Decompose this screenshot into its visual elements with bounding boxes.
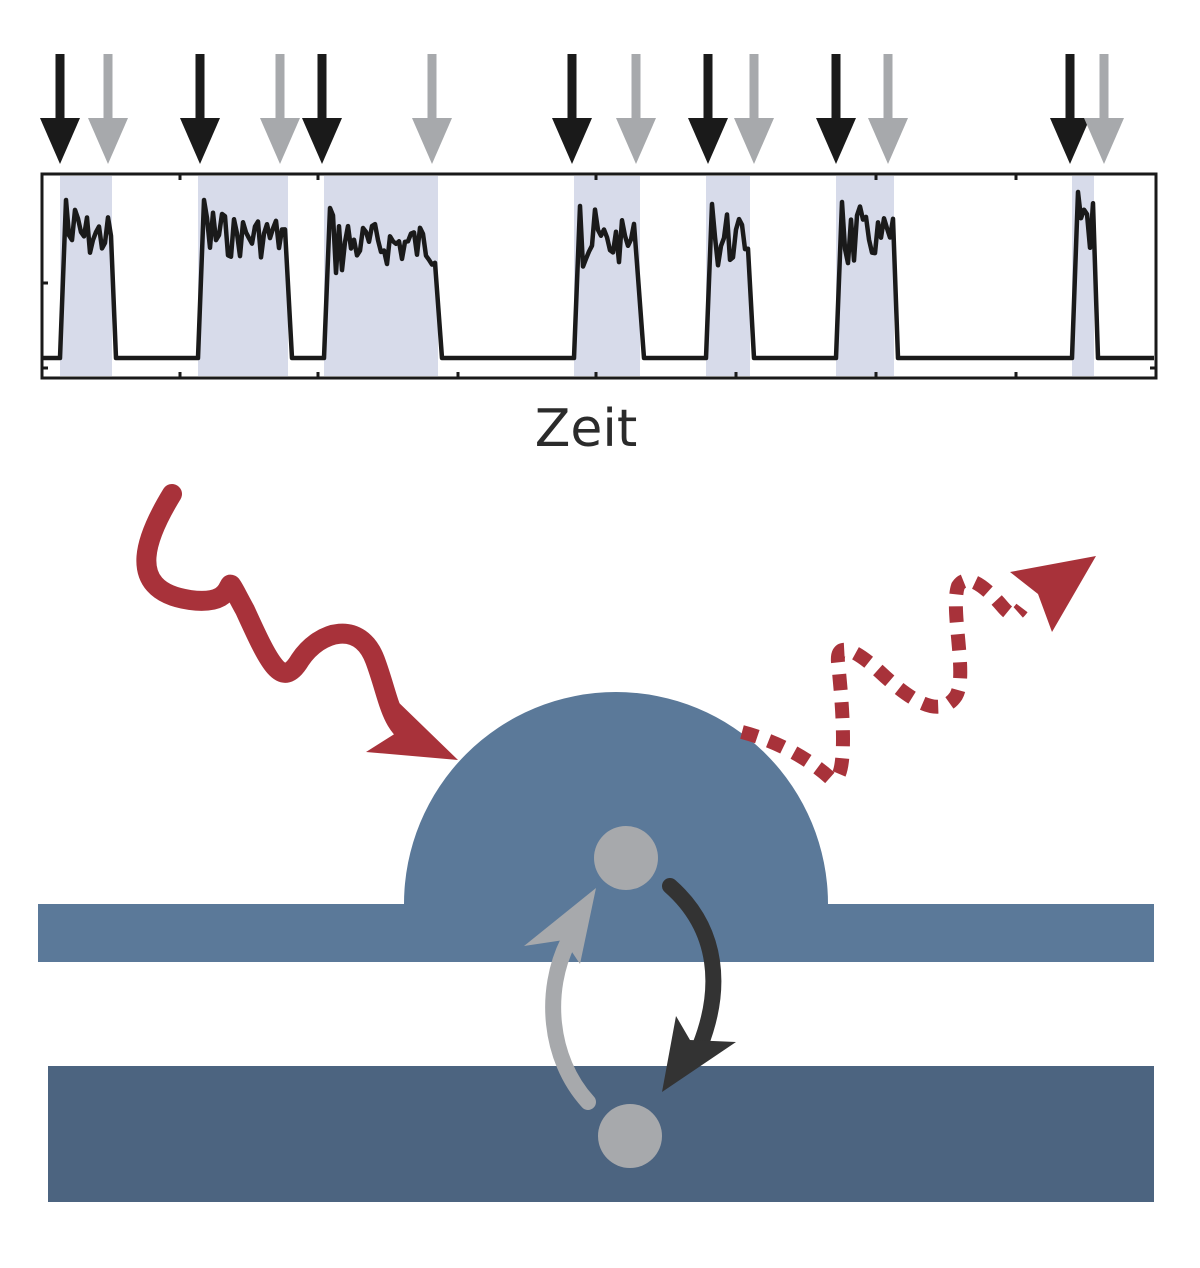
ground-state-dot <box>598 1104 662 1168</box>
on-switch-arrow <box>688 54 728 164</box>
on-switch-arrow <box>816 54 856 164</box>
off-switch-arrowhead <box>662 1016 736 1092</box>
fluorescence-trace <box>42 189 1154 361</box>
on-switch-arrow <box>40 54 80 164</box>
frame-ticks <box>42 174 1156 378</box>
off-switch-arrow <box>662 878 722 1054</box>
excitation-wave-arrow <box>136 484 458 760</box>
off-switch-arrow <box>868 54 908 164</box>
on-state-band <box>324 176 438 376</box>
x-axis-label: Zeit <box>535 399 637 459</box>
on-switch-arrow <box>552 54 592 164</box>
emission-wave-arrow <box>740 556 1096 787</box>
excited-state-dot <box>594 826 658 890</box>
off-switch-arrow <box>616 54 656 164</box>
on-switch-arrowhead <box>524 888 596 964</box>
on-switch-arrow <box>545 934 596 1110</box>
off-switch-arrow <box>412 54 452 164</box>
off-switch-arrow <box>260 54 300 164</box>
switch-arrows <box>40 54 1124 164</box>
on-state-bands <box>60 176 1094 376</box>
on-switch-arrow <box>302 54 342 164</box>
off-switch-arrow <box>1084 54 1124 164</box>
molecule-upper-state <box>38 692 1154 962</box>
on-switch-arrow <box>1050 54 1090 164</box>
on-state-band <box>836 176 894 376</box>
on-state-band <box>198 176 288 376</box>
on-state-band <box>574 176 640 376</box>
off-switch-arrow <box>88 54 128 164</box>
trace-frame <box>40 172 1158 380</box>
on-switch-arrow <box>180 54 220 164</box>
photoswitch-scheme <box>38 484 1154 1202</box>
time-trace-panel: Zeit <box>40 54 1158 459</box>
off-switch-arrow <box>734 54 774 164</box>
switch-cycle <box>524 826 736 1168</box>
